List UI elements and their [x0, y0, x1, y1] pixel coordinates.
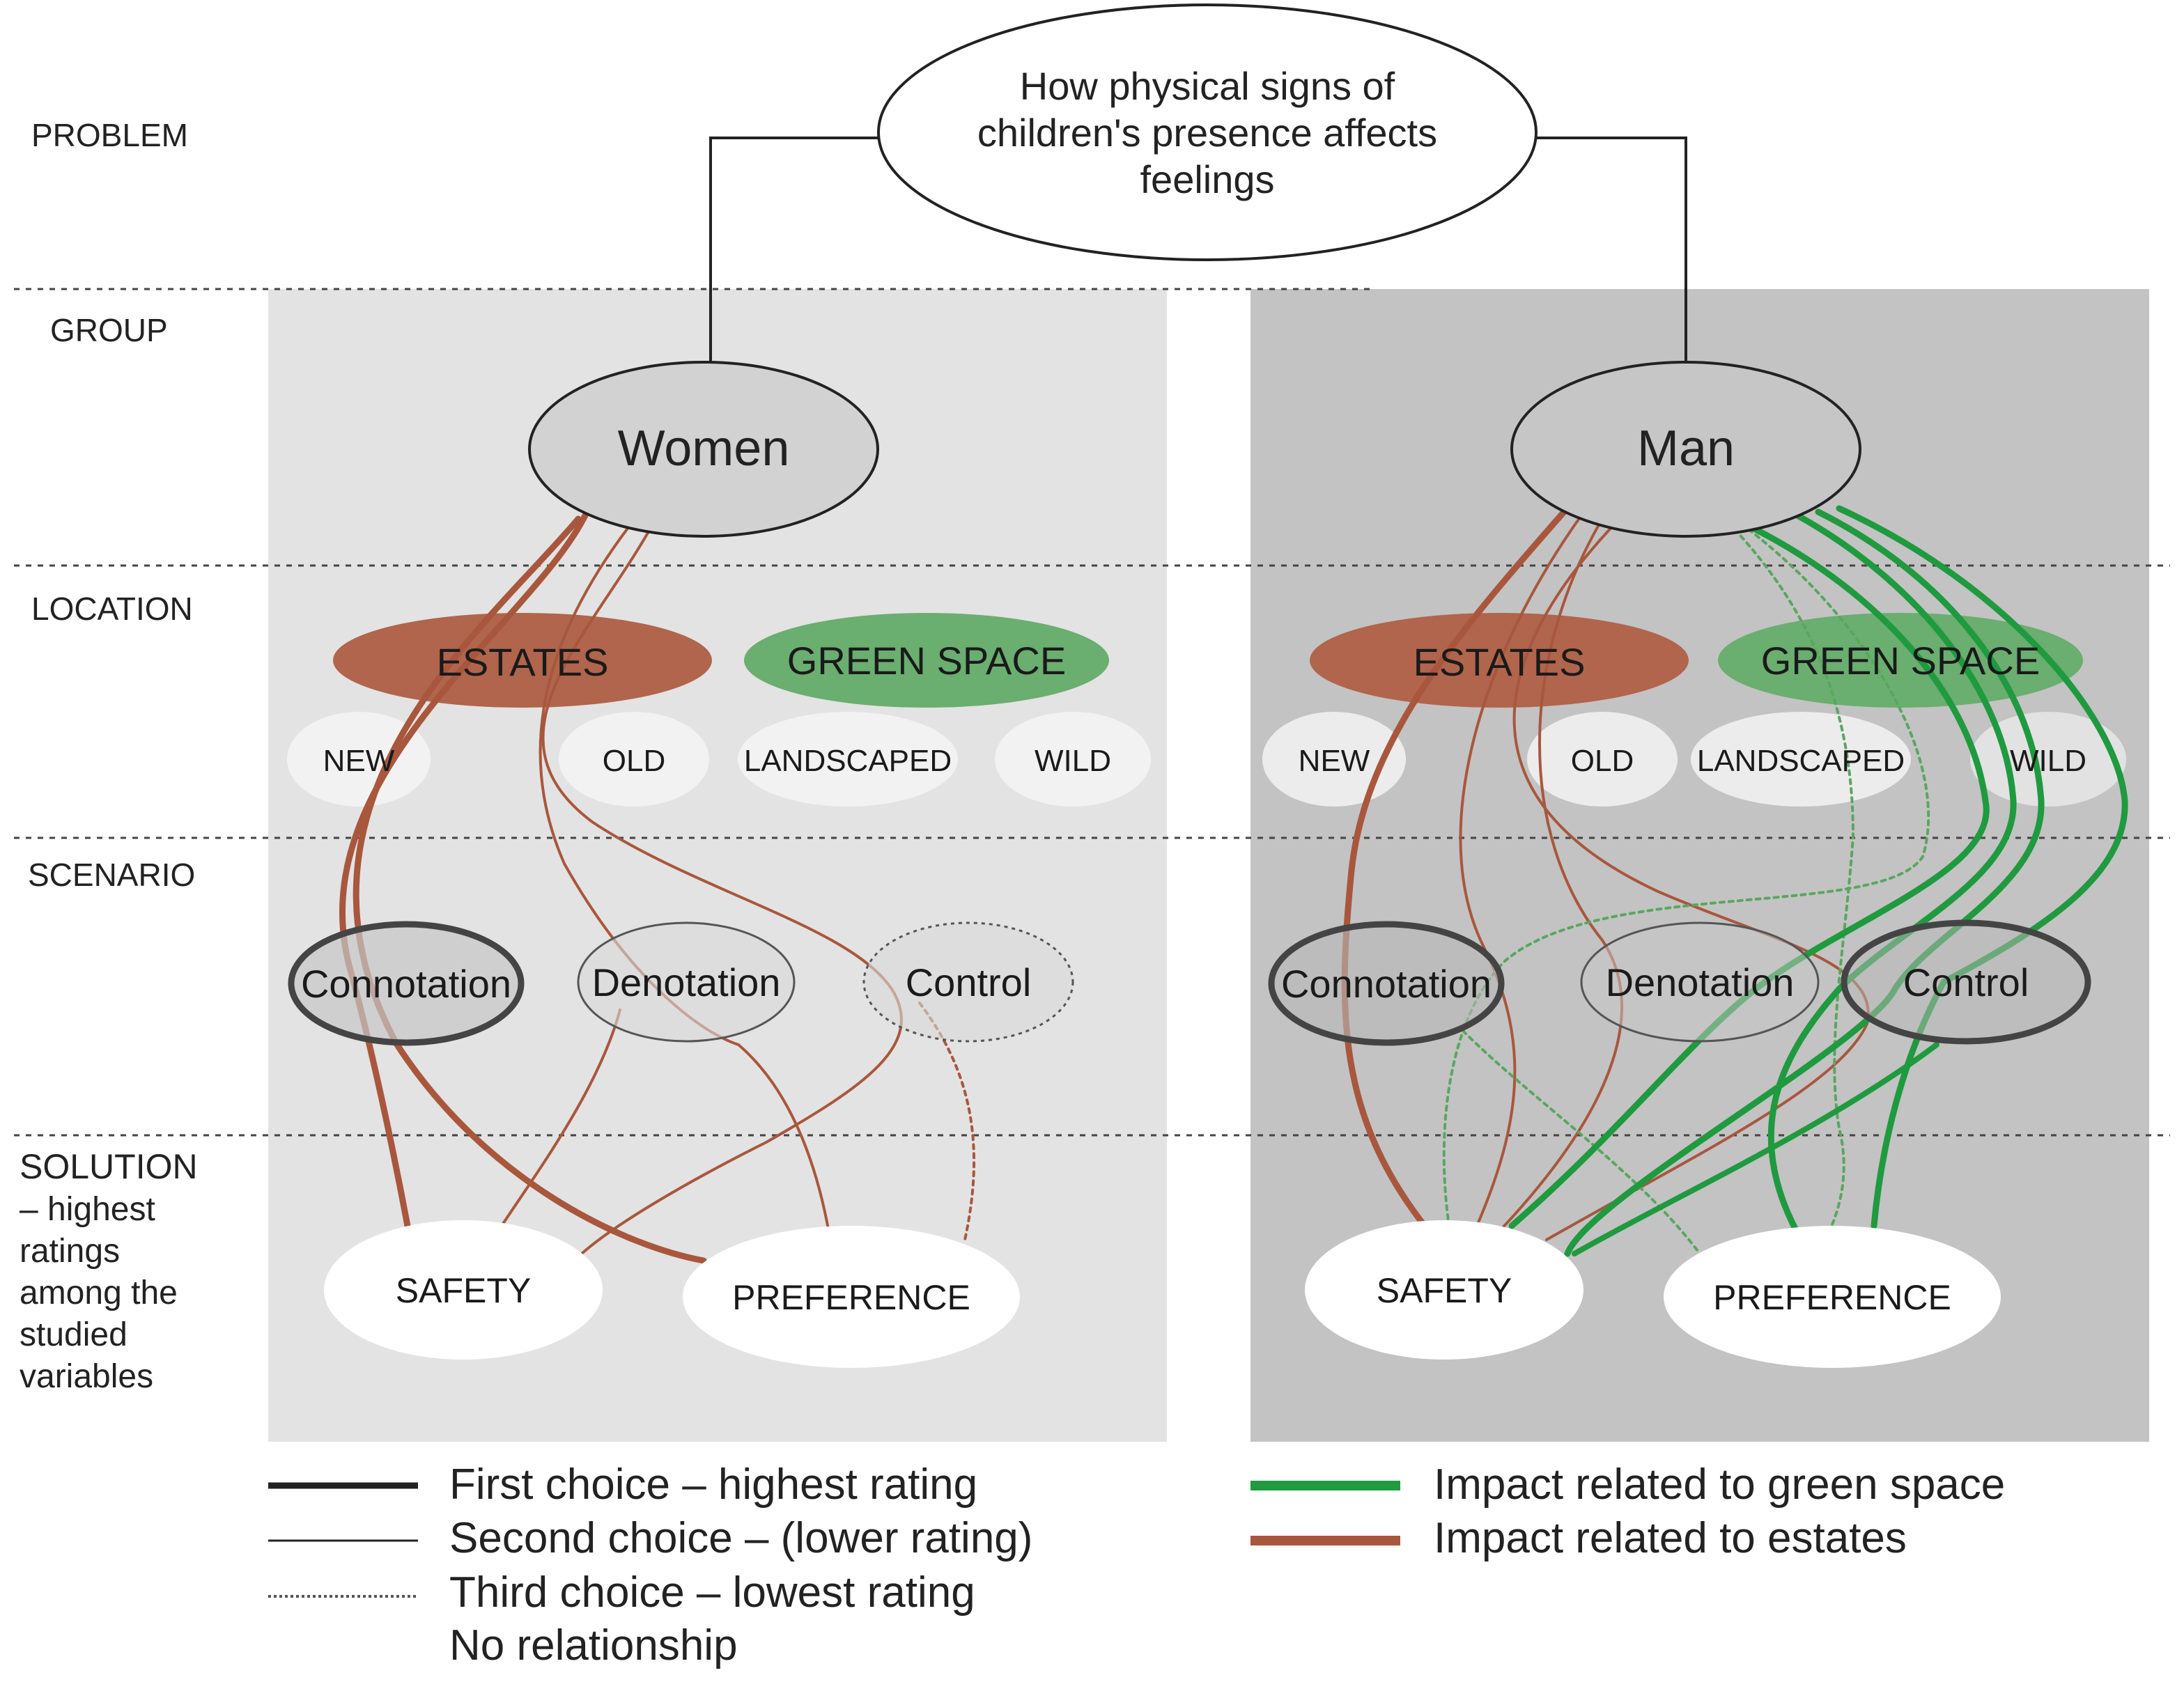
- women-wild-node: [995, 712, 1151, 807]
- women-old-label: OLD: [603, 744, 665, 778]
- men-green-space-label: GREEN SPACE: [1761, 639, 2040, 683]
- men-estates-links: [1341, 508, 1870, 1241]
- men-estates-label: ESTATES: [1414, 640, 1586, 684]
- women-denotation-label: Denotation: [592, 960, 781, 1004]
- women-connotation-label: Connotation: [301, 962, 511, 1006]
- men-landscaped-node: [1691, 712, 1911, 807]
- men-new-label: NEW: [1299, 744, 1370, 778]
- women-green-space-node: [744, 613, 1109, 708]
- women-denotation-node: [577, 921, 796, 1043]
- women-connotation-node: [288, 921, 525, 1046]
- women-estates-label: ESTATES: [437, 640, 609, 684]
- women-group-node: [528, 361, 879, 538]
- legend-none-label: No relationship: [449, 1621, 738, 1669]
- men-link-connotation-safety: [1459, 514, 1583, 1227]
- men-landscaped-label: LANDSCAPED: [1697, 744, 1905, 778]
- women-new-node: [287, 712, 431, 807]
- men-connotation-label: Connotation: [1281, 962, 1492, 1006]
- men-green-dotted-links: [1442, 528, 1930, 1255]
- men-green-links: [1508, 505, 2128, 1257]
- women-new-label: NEW: [323, 744, 395, 778]
- legend-third-label: Third choice – lowest rating: [449, 1568, 975, 1617]
- women-link-safety-first: [339, 512, 589, 1229]
- label-solution: SOLUTION: [20, 1147, 198, 1186]
- men-link-green-preference-2: [1836, 505, 2128, 1229]
- label-solution-4: among the: [20, 1275, 178, 1311]
- label-scenario: SCENARIO: [28, 857, 195, 893]
- men-safety-label: SAFETY: [1377, 1271, 1512, 1310]
- men-link-green-safety-1: [1508, 522, 1990, 1229]
- men-link-green-safety-dotted: [1442, 528, 1930, 1227]
- women-preference-node: [683, 1226, 1020, 1368]
- label-problem: PROBLEM: [31, 117, 188, 153]
- women-wild-label: WILD: [1035, 744, 1111, 778]
- women-landscaped-label: LANDSCAPED: [744, 744, 952, 778]
- men-preference-node: [1664, 1226, 2001, 1368]
- men-connotation-node: [1268, 921, 1505, 1046]
- men-denotation-node: [1580, 921, 1820, 1043]
- men-link-green-preference-dotted: [1733, 528, 1855, 1241]
- connector-men: [1529, 137, 1687, 362]
- men-group-label: Man: [1637, 421, 1735, 476]
- men-control-label: Control: [1903, 960, 2029, 1004]
- legend-second-label: Second choice – (lower rating): [449, 1514, 1032, 1562]
- men-old-label: OLD: [1571, 744, 1634, 778]
- women-control-node: [862, 921, 1074, 1043]
- legend-green-label: Impact related to green space: [1434, 1461, 2005, 1509]
- women-control-label: Control: [906, 960, 1032, 1004]
- men-link-green-safety-2: [1564, 508, 2045, 1257]
- men-control-node: [1841, 919, 2091, 1045]
- legend-estates-label: Impact related to estates: [1434, 1514, 1907, 1562]
- label-group: GROUP: [50, 312, 168, 348]
- men-safety-node: [1305, 1220, 1583, 1360]
- women-old-node: [559, 712, 709, 807]
- problem-line-1: How physical signs of: [1020, 64, 1395, 108]
- women-safety-node: [324, 1220, 603, 1360]
- connector-women: [709, 137, 881, 362]
- women-link-control: [541, 531, 903, 1255]
- women-landscaped-node: [738, 712, 958, 807]
- label-solution-3: ratings: [20, 1233, 120, 1270]
- label-solution-6: variables: [20, 1358, 153, 1395]
- problem-line-2: children's presence affects: [977, 111, 1437, 155]
- men-link-denotation-safety: [1496, 517, 1624, 1234]
- men-wild-label: WILD: [2010, 744, 2086, 778]
- label-location: LOCATION: [31, 591, 193, 627]
- men-old-node: [1527, 712, 1678, 807]
- women-group-label: Women: [618, 421, 790, 476]
- legend: First choice – highest rating Second cho…: [268, 1461, 2005, 1669]
- men-link-connotation-preference-dotted: [1462, 1029, 1701, 1255]
- women-link-denotation-safety: [500, 1009, 621, 1227]
- men-link-safety-first: [1341, 508, 1567, 1229]
- problem-line-3: feelings: [1140, 157, 1274, 201]
- row-separators: [14, 288, 2170, 1137]
- women-green-space-label: GREEN SPACE: [787, 639, 1066, 683]
- men-preference-label: PREFERENCE: [1713, 1278, 1951, 1317]
- men-link-control-safety-green: [1572, 1042, 1939, 1256]
- legend-first-label: First choice – highest rating: [449, 1461, 977, 1509]
- label-solution-5: studied: [20, 1316, 127, 1353]
- women-preference-label: PREFERENCE: [732, 1278, 970, 1317]
- row-labels: PROBLEM GROUP LOCATION SCENARIO SOLUTION…: [20, 117, 198, 1395]
- label-solution-2: – highest: [20, 1191, 155, 1228]
- women-estates-node: [333, 613, 712, 708]
- women-safety-label: SAFETY: [396, 1271, 531, 1310]
- men-denotation-label: Denotation: [1606, 960, 1795, 1004]
- problem-connectors: [709, 137, 1687, 362]
- problem-node: [877, 3, 1538, 261]
- men-group-node: [1510, 361, 1861, 538]
